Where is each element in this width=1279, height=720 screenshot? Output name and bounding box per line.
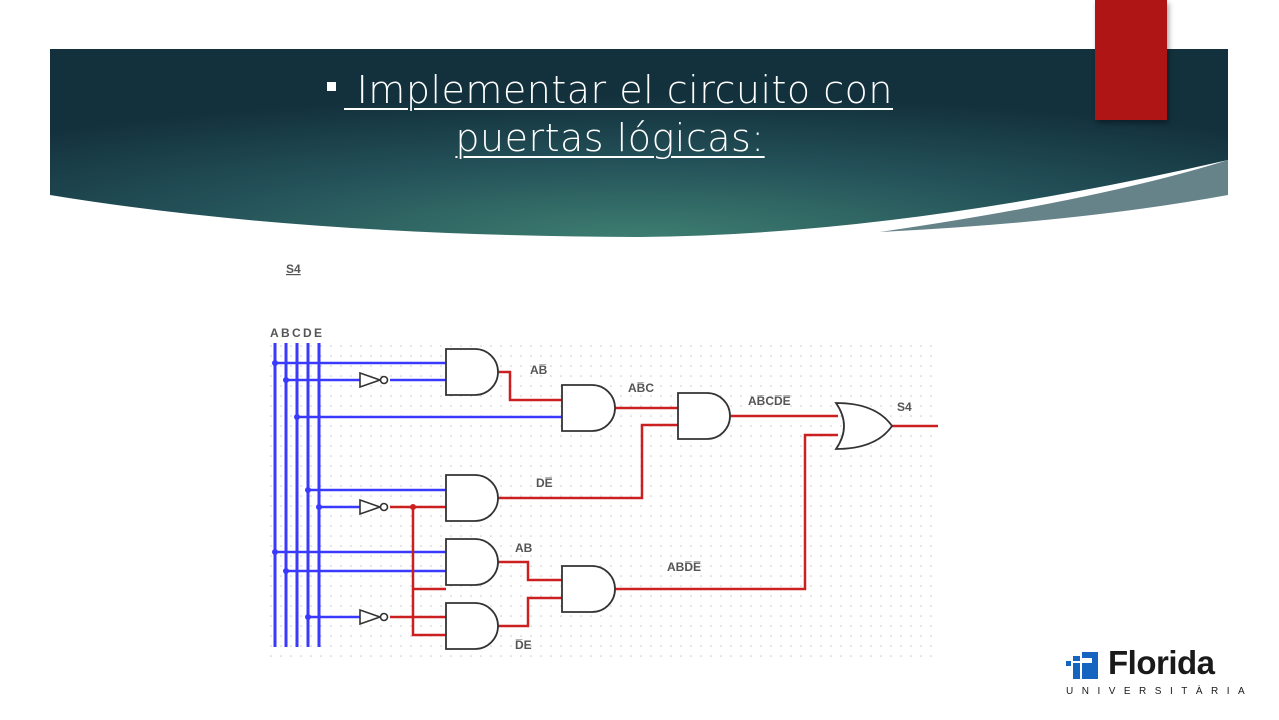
and-gate-5 [445, 538, 499, 586]
input-label-b: B [281, 326, 290, 340]
bullet-icon [327, 82, 337, 91]
term-label-de-not: DE̅ [536, 476, 553, 490]
and-gate-1 [445, 348, 499, 396]
florida-logo: Florida UNIVERSITÀRIA [1064, 644, 1254, 700]
and-gate-3 [677, 392, 731, 440]
red-accent-tab [1095, 0, 1167, 120]
logo-wordmark: Florida [1108, 644, 1215, 681]
input-label-e: E [314, 326, 322, 340]
input-label-c: C [292, 326, 301, 340]
slide-title: Implementar el circuito con puertas lógi… [300, 66, 920, 162]
title-line-2: puertas lógicas: [455, 116, 765, 160]
logic-circuit-diagram: S4 A B C D E [270, 262, 938, 657]
input-label-a: A [270, 326, 279, 340]
and-gate-6 [561, 565, 616, 613]
and-gate-2 [561, 384, 616, 432]
output-heading: S4 [286, 262, 301, 276]
red-wires [390, 370, 938, 637]
input-label-d: D [303, 326, 312, 340]
output-label: S4 [897, 400, 912, 414]
blue-wires [275, 361, 562, 619]
or-gate [834, 402, 894, 450]
and-gate-7 [445, 602, 499, 650]
term-label-ab: AB [515, 541, 533, 555]
blue-junctions [272, 360, 322, 620]
term-label-ab-not: AB̅ [530, 363, 548, 377]
not-gate-b [359, 371, 389, 389]
and-gate-4 [445, 474, 499, 522]
term-label-abcde: AB̅CD̅E̅ [748, 394, 791, 408]
red-junction [410, 504, 416, 510]
term-label-abde: ABD̅E̅ [667, 560, 701, 574]
term-label-d-not-e: D̅E [515, 638, 532, 652]
title-banner [50, 49, 1228, 237]
not-gate-d [359, 608, 389, 626]
not-gate-e-1 [359, 498, 389, 516]
logo-subtitle: UNIVERSITÀRIA [1066, 686, 1254, 697]
input-bus [273, 343, 321, 647]
florida-logo-icon [1066, 652, 1098, 679]
term-label-abc: AB̅C [628, 381, 654, 395]
title-line-1: Implementar el circuito con [344, 68, 893, 112]
